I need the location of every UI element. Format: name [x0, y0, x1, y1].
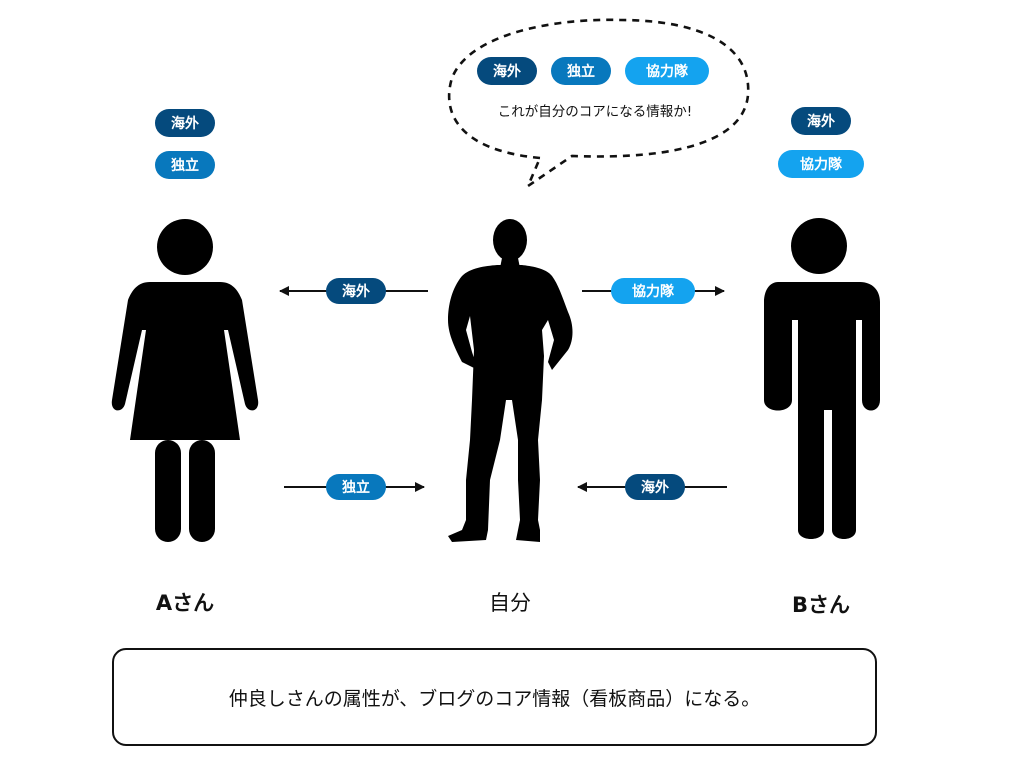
a-tag-dokuritsu: 独立	[155, 151, 215, 179]
speech-bubble	[447, 18, 750, 190]
arrow-label-kyoryokutai-to-b: 協力隊	[611, 278, 695, 304]
man-figure-icon	[764, 218, 880, 539]
person-label-a: Aさん	[155, 591, 215, 615]
bubble-text: これが自分のコアになる情報か!	[497, 104, 693, 120]
a-tag-kaigai: 海外	[155, 109, 215, 137]
bubble-tag-kyoryokutai: 協力隊	[625, 57, 709, 85]
bubble-tag-dokuritsu: 独立	[551, 57, 611, 85]
bubble-tag-kaigai: 海外	[477, 57, 537, 85]
summary-text: 仲良しさんの属性が、ブログのコア情報（看板商品）になる。	[228, 687, 761, 710]
man-silhouette-icon	[448, 219, 573, 542]
b-tag-kaigai: 海外	[791, 107, 851, 135]
person-label-self: 自分	[489, 591, 531, 615]
arrow-label-kaigai-from-b: 海外	[625, 474, 685, 500]
b-tag-kyoryokutai: 協力隊	[778, 150, 864, 178]
person-label-b: Bさん	[791, 593, 850, 617]
arrow-label-kaigai-to-a: 海外	[326, 278, 386, 304]
woman-figure-icon	[111, 219, 259, 542]
arrow-label-dokuritsu-from-a: 独立	[326, 474, 386, 500]
summary-box: 仲良しさんの属性が、ブログのコア情報（看板商品）になる。	[112, 648, 877, 746]
